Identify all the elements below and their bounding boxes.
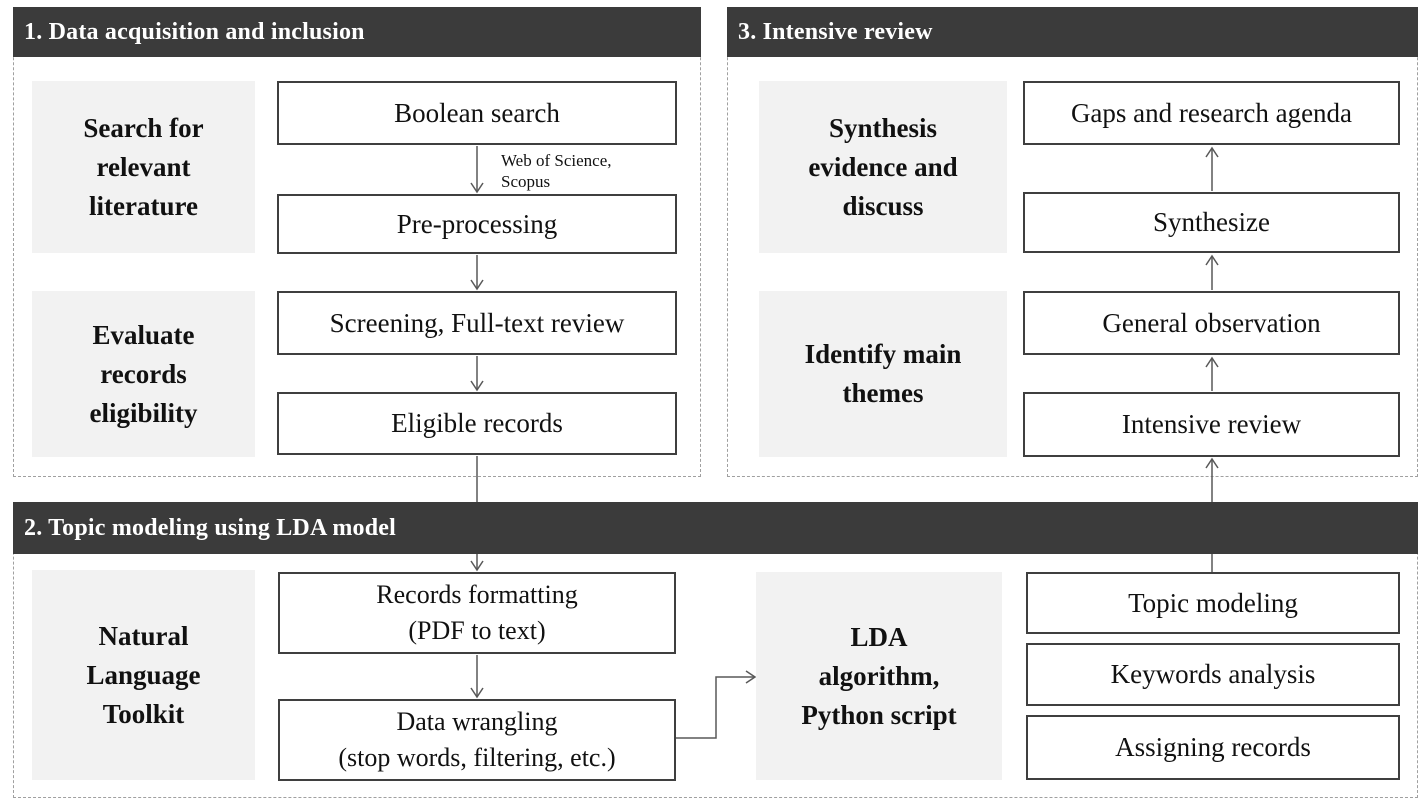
section-1-frame xyxy=(13,7,701,477)
label-identify-main-themes: Identify main themes xyxy=(759,291,1007,457)
arrow-screening-to-eligible xyxy=(470,356,484,392)
box-screening-fulltext-review: Screening, Full-text review xyxy=(277,291,677,355)
label-synthesis-evidence-discuss: Synthesis evidence and discuss xyxy=(759,81,1007,253)
arrow-intensive-review-to-general-observation xyxy=(1205,356,1219,391)
box-boolean-search: Boolean search xyxy=(277,81,677,145)
arrow-data-wrangling-to-lda xyxy=(676,670,757,739)
box-data-wrangling: Data wrangling (stop words, filtering, e… xyxy=(278,699,676,781)
box-eligible-records: Eligible records xyxy=(277,392,677,455)
section-3-frame xyxy=(727,7,1418,477)
box-pre-processing: Pre-processing xyxy=(277,194,677,254)
note-web-of-science-scopus: Web of Science, Scopus xyxy=(501,151,612,191)
box-records-formatting: Records formatting (PDF to text) xyxy=(278,572,676,654)
arrow-general-observation-to-synthesize xyxy=(1205,254,1219,290)
label-lda-algorithm-python-script: LDA algorithm, Python script xyxy=(756,572,1002,780)
box-gaps-research-agenda: Gaps and research agenda xyxy=(1023,81,1400,145)
box-assigning-records: Assigning records xyxy=(1026,715,1400,780)
label-search-relevant-literature: Search for relevant literature xyxy=(32,81,255,253)
label-evaluate-records-eligibility: Evaluate records eligibility xyxy=(32,291,255,457)
section-2-frame xyxy=(13,502,1418,798)
arrow-preprocessing-to-screening xyxy=(470,255,484,291)
section-3-header: 3. Intensive review xyxy=(727,7,1418,57)
section-2-header: 2. Topic modeling using LDA model xyxy=(13,502,1418,554)
label-natural-language-toolkit: Natural Language Toolkit xyxy=(32,570,255,780)
section-3-title: 3. Intensive review xyxy=(738,18,933,45)
box-synthesize: Synthesize xyxy=(1023,192,1400,253)
box-intensive-review: Intensive review xyxy=(1023,392,1400,457)
section-1-title: 1. Data acquisition and inclusion xyxy=(24,18,365,45)
box-topic-modeling: Topic modeling xyxy=(1026,572,1400,634)
arrow-boolean-to-preprocessing xyxy=(470,146,484,194)
box-general-observation: General observation xyxy=(1023,291,1400,355)
section-1-header: 1. Data acquisition and inclusion xyxy=(13,7,701,57)
arrow-synthesize-to-gaps xyxy=(1205,146,1219,191)
arrow-records-formatting-to-data-wrangling xyxy=(470,655,484,699)
section-2-title: 2. Topic modeling using LDA model xyxy=(24,514,397,541)
box-keywords-analysis: Keywords analysis xyxy=(1026,643,1400,706)
